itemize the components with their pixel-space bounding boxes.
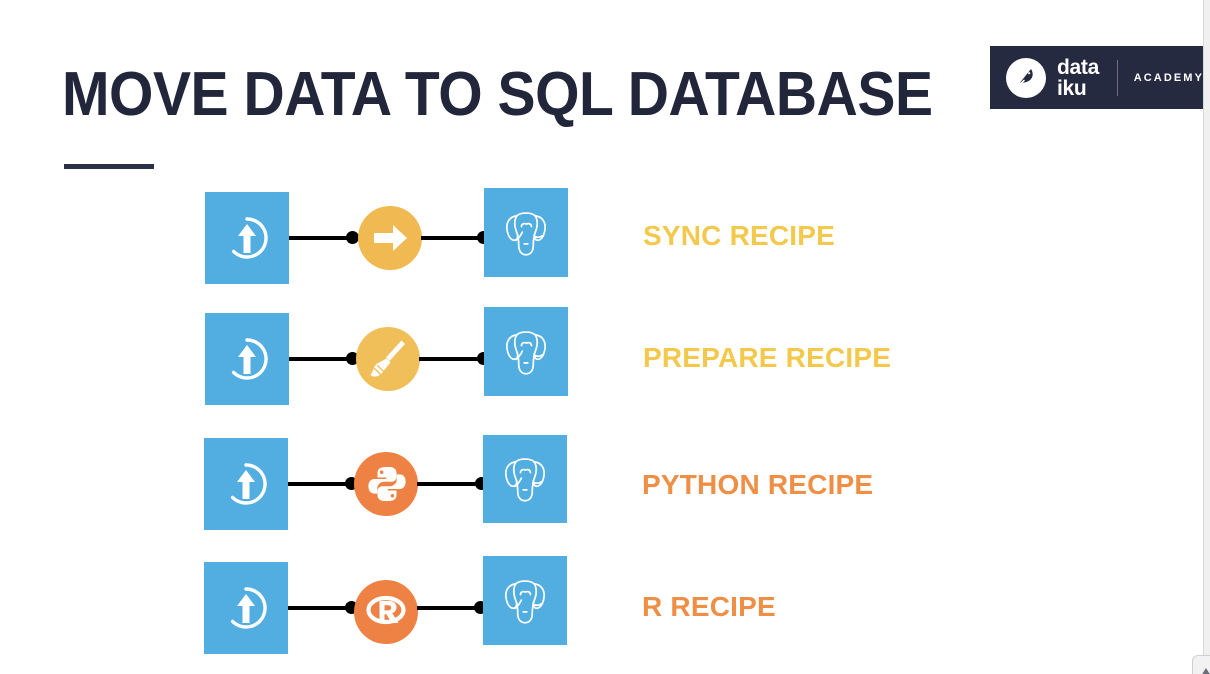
postgresql-elephant-icon — [505, 330, 547, 375]
flow-row-r: R RECIPE — [204, 556, 909, 654]
flow-row-python: PYTHON RECIPE — [204, 435, 909, 530]
broom-icon — [370, 340, 405, 377]
source-dataset-node[interactable] — [205, 313, 289, 405]
flow-row-sync: SYNC RECIPE — [205, 188, 910, 284]
upload-arrow-icon — [230, 463, 267, 505]
connector-dot-left — [346, 231, 359, 244]
postgresql-elephant-icon — [505, 211, 547, 256]
connector-line-left — [288, 482, 362, 486]
logo-word-line1: data — [1057, 55, 1099, 79]
logo-divider — [1116, 59, 1118, 96]
logo-academy-label: ACADEMY — [1133, 71, 1204, 84]
python-logo-icon — [368, 467, 406, 501]
overlay-thumbnail[interactable] — [1192, 655, 1210, 674]
destination-dataset-node[interactable] — [483, 556, 567, 645]
dataiku-academy-logo: data iku ACADEMY — [990, 46, 1204, 109]
flow-row-prepare: PREPARE RECIPE — [205, 307, 910, 405]
dataiku-bird-icon — [1006, 57, 1046, 98]
recipe-node-r[interactable] — [354, 580, 418, 644]
destination-dataset-node[interactable] — [484, 307, 568, 396]
flow-label-python: PYTHON RECIPE — [642, 469, 874, 500]
connector-line-left — [289, 357, 364, 361]
upload-arrow-icon — [231, 338, 268, 380]
recipe-node-prepare[interactable] — [356, 327, 420, 391]
connector-line-right — [417, 482, 489, 486]
upload-arrow-icon — [230, 587, 267, 629]
r-logo-icon — [366, 595, 406, 625]
destination-dataset-node[interactable] — [484, 188, 568, 277]
recipe-node-python[interactable] — [354, 452, 418, 516]
connector-line-right — [417, 606, 487, 610]
postgresql-elephant-icon — [504, 458, 546, 502]
connector-line-left — [288, 606, 362, 610]
source-dataset-node[interactable] — [205, 192, 289, 284]
upload-arrow-icon — [231, 217, 268, 259]
source-dataset-node[interactable] — [204, 562, 288, 654]
flow-label-prepare: PREPARE RECIPE — [643, 342, 892, 373]
page-title: MOVE DATA TO SQL DATABASE — [62, 60, 933, 129]
logo-wordmark: data iku — [1057, 57, 1099, 99]
source-dataset-node[interactable] — [204, 438, 288, 530]
recipe-node-sync[interactable] — [358, 206, 422, 270]
right-edge-strip — [1203, 0, 1210, 674]
flow-label-sync: SYNC RECIPE — [643, 220, 836, 251]
cursor-arrow-icon — [1199, 668, 1210, 674]
destination-dataset-node[interactable] — [483, 435, 567, 523]
title-underline-rule — [64, 164, 154, 169]
logo-word-line2: iku — [1057, 76, 1087, 100]
postgresql-elephant-icon — [504, 579, 546, 624]
sync-arrow-icon — [374, 225, 407, 251]
connector-line-right — [419, 357, 492, 361]
connector-dot-left — [346, 352, 359, 365]
connector-line-right — [421, 236, 495, 240]
connector-line-left — [289, 236, 364, 240]
flow-label-r: R RECIPE — [642, 591, 776, 622]
